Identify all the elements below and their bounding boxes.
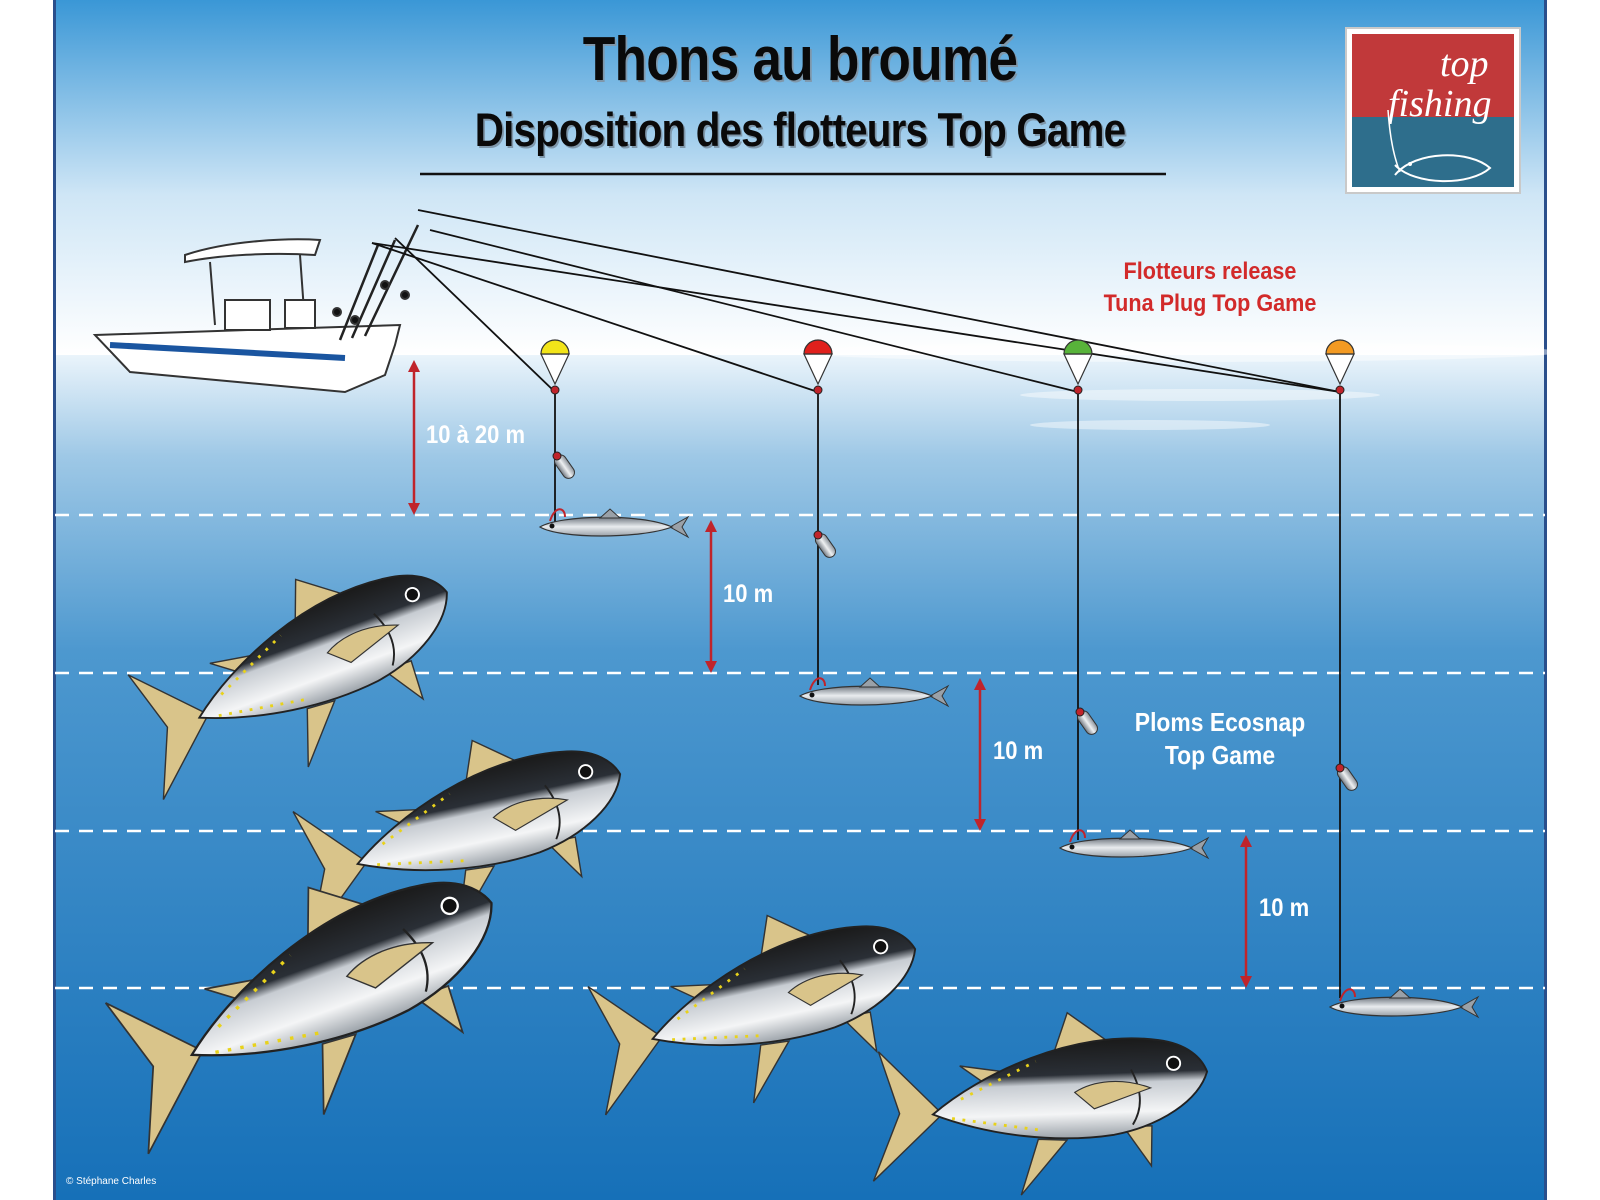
float-1 <box>540 339 570 395</box>
float-3 <box>1063 339 1093 395</box>
weight-note-line1: Ploms Ecosnap <box>1134 707 1306 737</box>
logo-text-top: top <box>1440 43 1489 85</box>
water-ripples <box>800 342 1560 430</box>
copyright-credit: © Stéphane Charles <box>66 1176 157 1187</box>
sea <box>55 355 1545 1200</box>
depth-label-3: 10 m <box>1259 894 1310 922</box>
depth-label-surface: 10 à 20 m <box>426 421 526 449</box>
top-fishing-logo <box>1345 27 1521 194</box>
fishing-lines <box>371 209 1341 393</box>
depth-arrows <box>408 360 1252 988</box>
page-subtitle: Disposition des flotteurs Top Game <box>474 103 1126 156</box>
fish-logo-icon <box>1394 154 1492 183</box>
depth-label-1: 10 m <box>723 580 774 608</box>
boat <box>92 224 420 394</box>
depth-label-2: 10 m <box>993 737 1044 765</box>
logo-red-band <box>1352 34 1514 117</box>
float-2 <box>803 339 833 395</box>
floats <box>540 339 1355 395</box>
float-note-line1: Flotteurs release <box>1123 258 1297 285</box>
page-title: Thons au broumé <box>582 25 1018 94</box>
float-4 <box>1325 339 1355 395</box>
float-note-line2: Tuna Plug Top Game <box>1103 290 1317 317</box>
logo-text-fishing: fishing <box>1388 83 1492 125</box>
weight-note-line2: Top Game <box>1164 740 1276 770</box>
logo-blue-band <box>1352 117 1514 187</box>
